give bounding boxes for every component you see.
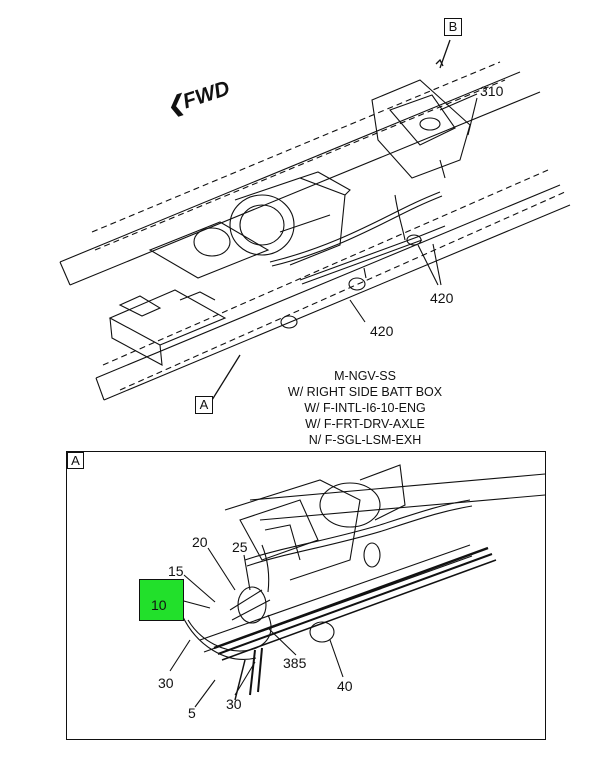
battery-box-tray	[108, 221, 270, 366]
harness-routing	[269, 191, 446, 285]
applicability-notes: M-NGV-SS W/ RIGHT SIDE BATT BOX W/ F-INT…	[255, 368, 475, 448]
callout-10-label: 10	[151, 597, 167, 613]
callout-5: 5	[188, 705, 196, 721]
detail-battery-cables	[234, 647, 263, 701]
detail-view-label: A	[67, 452, 84, 469]
note-line: W/ F-FRT-DRV-AXLE	[305, 417, 425, 431]
callout-310: 310	[480, 83, 504, 99]
note-line: N/ F-SGL-LSM-EXH	[308, 433, 422, 447]
callout-420-right: 420	[430, 290, 454, 306]
note-line: M-NGV-SS	[334, 369, 396, 383]
highlighted-callout-10[interactable]: 10	[139, 579, 184, 621]
callout-40: 40	[337, 678, 353, 694]
callout-25: 25	[232, 539, 248, 555]
detail-housing	[224, 464, 406, 581]
detail-harness	[181, 499, 473, 660]
note-line: W/ RIGHT SIDE BATT BOX	[287, 385, 443, 399]
leaders-upper	[211, 39, 478, 401]
callout-30-bottom: 30	[226, 696, 242, 712]
crossmember-310	[371, 79, 471, 179]
frame-rails-top	[59, 61, 571, 401]
view-a-label: A	[195, 396, 213, 414]
clips-420	[280, 234, 422, 329]
leaders-detail	[169, 547, 344, 708]
view-b-label: B	[444, 18, 462, 36]
callout-420-bottom: 420	[370, 323, 394, 339]
detail-view-a-frame	[66, 451, 546, 740]
callout-20: 20	[192, 534, 208, 550]
air-cleaner-housing	[193, 171, 351, 266]
note-line: W/ F-INTL-I6-10-ENG	[304, 401, 426, 415]
callout-385: 385	[283, 655, 307, 671]
callout-15: 15	[168, 563, 184, 579]
callout-30-left: 30	[158, 675, 174, 691]
